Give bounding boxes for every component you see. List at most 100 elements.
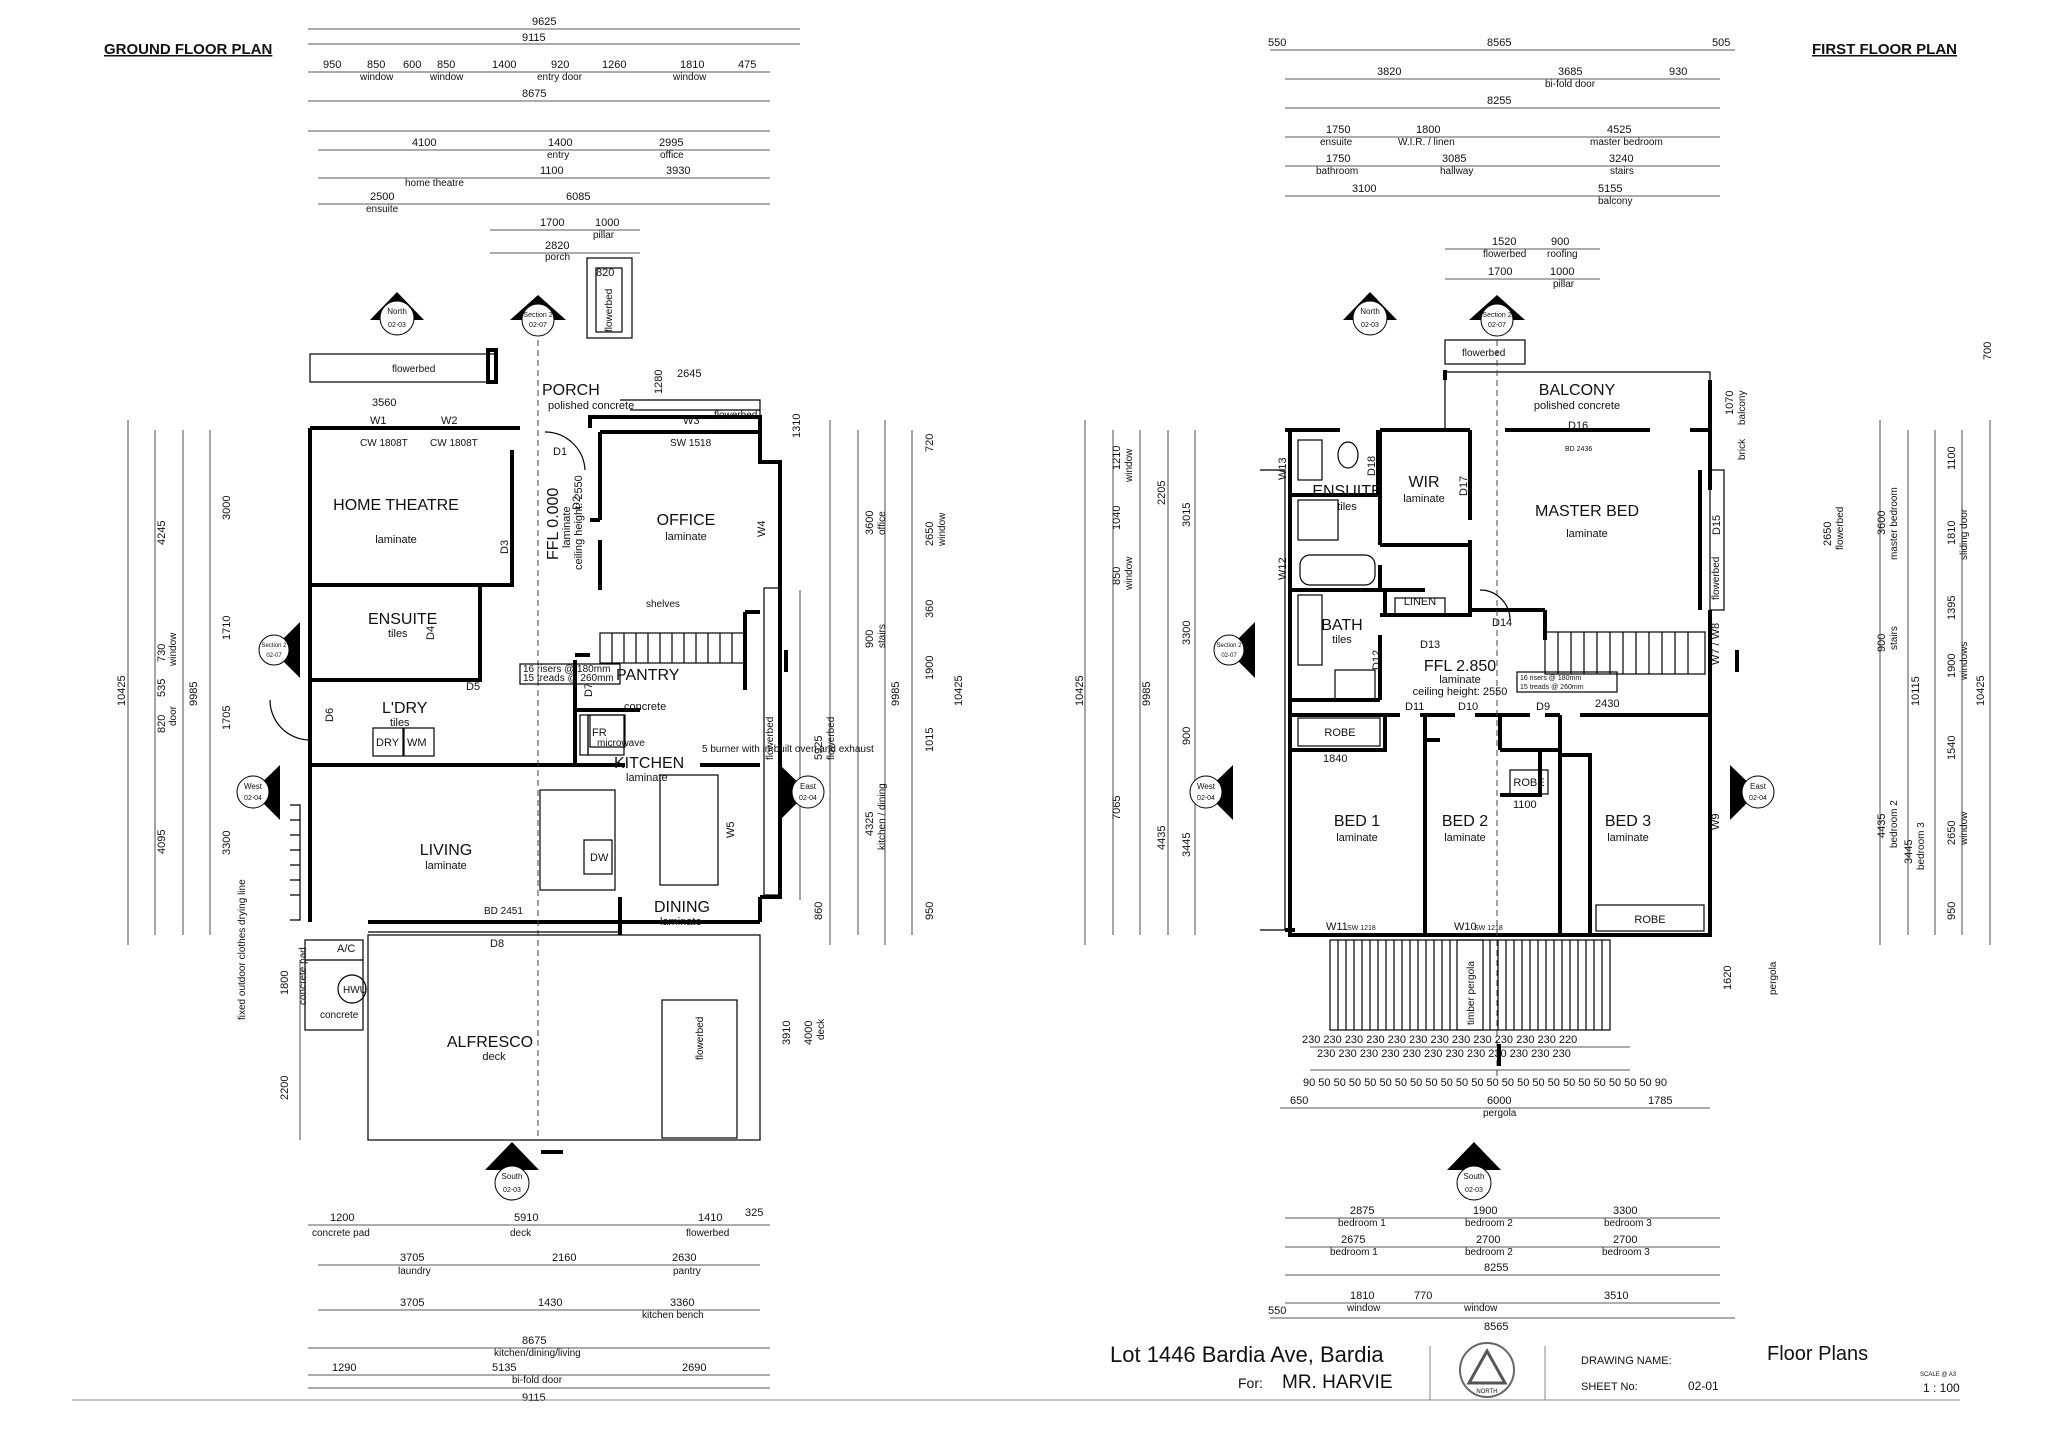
dim-label: 9985 — [890, 682, 902, 706]
dim-label: 600 — [403, 59, 421, 71]
window-w13: W13 — [1277, 457, 1289, 480]
scale-label: SCALE @ A3 — [1920, 1372, 1957, 1378]
dim-note: bedroom 2 — [1465, 1218, 1513, 1229]
dryer — [372, 727, 404, 757]
ffl-finish: laminate — [561, 506, 573, 548]
west-label: West — [1197, 782, 1216, 791]
dim-label: 3240 — [1609, 153, 1633, 165]
door-d18: D18 — [1366, 456, 1378, 476]
ceiling-height: ceiling height: 2550 — [573, 475, 585, 570]
dim-label: 4100 — [412, 137, 436, 149]
flowerbed-label: flowerbed — [695, 1017, 706, 1060]
dim-note: office — [660, 150, 684, 161]
dim-note: pillar — [593, 230, 615, 241]
dim-label: 770 — [1414, 1290, 1432, 1302]
balcony-flowerbed — [1444, 339, 1526, 365]
dim-label: 1100 — [1946, 446, 1958, 470]
dim-label: 2430 — [1595, 698, 1619, 710]
ground-stairs — [599, 632, 746, 664]
door-d9: D9 — [1536, 701, 1550, 713]
dim-label: 2700 — [1476, 1234, 1500, 1246]
alfresco-deck-area — [367, 934, 761, 1141]
dim-label: 850 — [367, 59, 385, 71]
room-finish: polished concrete — [548, 400, 634, 412]
dim-label: 475 — [738, 59, 756, 71]
north-label: North — [387, 307, 407, 316]
room-name: WIR — [1408, 474, 1439, 491]
stairs-note: 15 treads @ 260mm — [523, 673, 614, 684]
dim-note: brick — [1737, 438, 1748, 460]
pergola — [1329, 939, 1611, 1031]
dim-note: bedroom 3 — [1602, 1247, 1650, 1258]
dim-label: 900 — [864, 630, 876, 648]
cw-label: CW 1808T — [360, 438, 408, 449]
dim-label: 5135 — [492, 1362, 516, 1374]
east-label: East — [1750, 782, 1767, 791]
ground-section-marker-top: Section 2 02-07 — [510, 295, 566, 337]
dim-label: 2650 — [1946, 821, 1958, 845]
dim-note: bedroom 2 — [1465, 1247, 1513, 1258]
dim-label: 9115 — [522, 32, 546, 44]
dim-label: 3300 — [1613, 1205, 1637, 1217]
dim-label: 3085 — [1442, 153, 1466, 165]
door-d8: D8 — [490, 938, 504, 950]
dim-label: 2675 — [1341, 1234, 1365, 1246]
first-east-marker: East 02-04 — [1730, 765, 1775, 820]
dim-label: 2875 — [1350, 1205, 1374, 1217]
dim-label: 3300 — [1181, 621, 1193, 645]
first-south-marker: South 02-03 — [1447, 1142, 1501, 1201]
dim-note: window — [1959, 811, 1970, 846]
window-w9: W9 — [1710, 814, 1722, 831]
ground-dimensions-top: 9625 9115 950 850 600 850 1400 920 1260 … — [308, 16, 803, 438]
dim-note: balcony — [1737, 391, 1748, 425]
dim-label: 1810 — [680, 59, 704, 71]
first-west-marker: West 02-04 — [1189, 765, 1233, 820]
dim-label: 2820 — [545, 240, 569, 252]
window-w1: W1 — [370, 415, 387, 427]
dim-label: 2200 — [279, 1076, 291, 1100]
dim-label: 3820 — [1377, 66, 1401, 78]
dim-note: kitchen bench — [642, 1310, 704, 1321]
alfresco-flowerbed — [661, 999, 738, 1139]
window-w7-w8: W7 / W8 — [1710, 623, 1722, 665]
window-w5: W5 — [725, 822, 737, 839]
dim-label: 3560 — [372, 397, 396, 409]
ground-floor-plan — [269, 257, 782, 1141]
washing-machine — [403, 727, 435, 757]
dim-note: home theatre — [405, 178, 464, 189]
microwave-bench — [579, 714, 589, 756]
dim-note: pillar — [1553, 279, 1575, 290]
title-block: Lot 1446 Bardia Ave, Bardia For: MR. HAR… — [72, 1342, 1960, 1401]
ground-south-marker: South 02-03 — [485, 1142, 539, 1201]
dim-label: 4435 — [1156, 826, 1168, 850]
dim-label: 850 — [437, 59, 455, 71]
dim-note: bedroom 2 — [1889, 800, 1900, 848]
north-logo: NORTH — [1459, 1342, 1515, 1398]
dim-label: 860 — [813, 902, 825, 920]
dim-label: 1400 — [548, 137, 572, 149]
dim-label: 1015 — [924, 728, 936, 752]
dim-label: 1000 — [595, 217, 619, 229]
dim-label: 325 — [745, 1207, 763, 1219]
room-name: MASTER BED — [1535, 503, 1639, 520]
ground-west-marker: West 02-04 — [236, 765, 280, 820]
dim-note: window — [168, 632, 179, 667]
fridge — [589, 714, 626, 748]
door-d13: D13 — [1420, 639, 1440, 651]
dim-note: flowerbed — [826, 717, 837, 760]
room-name: HOME THEATRE — [333, 497, 459, 514]
dim-label: 535 — [156, 679, 168, 697]
dim-label: 1800 — [1416, 124, 1440, 136]
timber-pergola-label: timber pergola — [1466, 961, 1477, 1025]
dim-note: deck — [816, 1018, 827, 1040]
dim-label: 1290 — [332, 1362, 356, 1374]
dim-label: 2690 — [682, 1362, 706, 1374]
dim-note: bi-fold door — [1545, 79, 1596, 90]
dim-label: 2995 — [659, 137, 683, 149]
cooktop-note: 5 burner with in-built oven and exhaust — [702, 744, 874, 755]
dim-label: 3360 — [670, 1297, 694, 1309]
south-label: South — [502, 1172, 523, 1181]
dim-label: 1000 — [1550, 266, 1574, 278]
dim-note: window — [1124, 556, 1135, 591]
ground-dimensions-bottom: 1200 5910 1410 325 concrete pad deck flo… — [308, 1207, 770, 1404]
